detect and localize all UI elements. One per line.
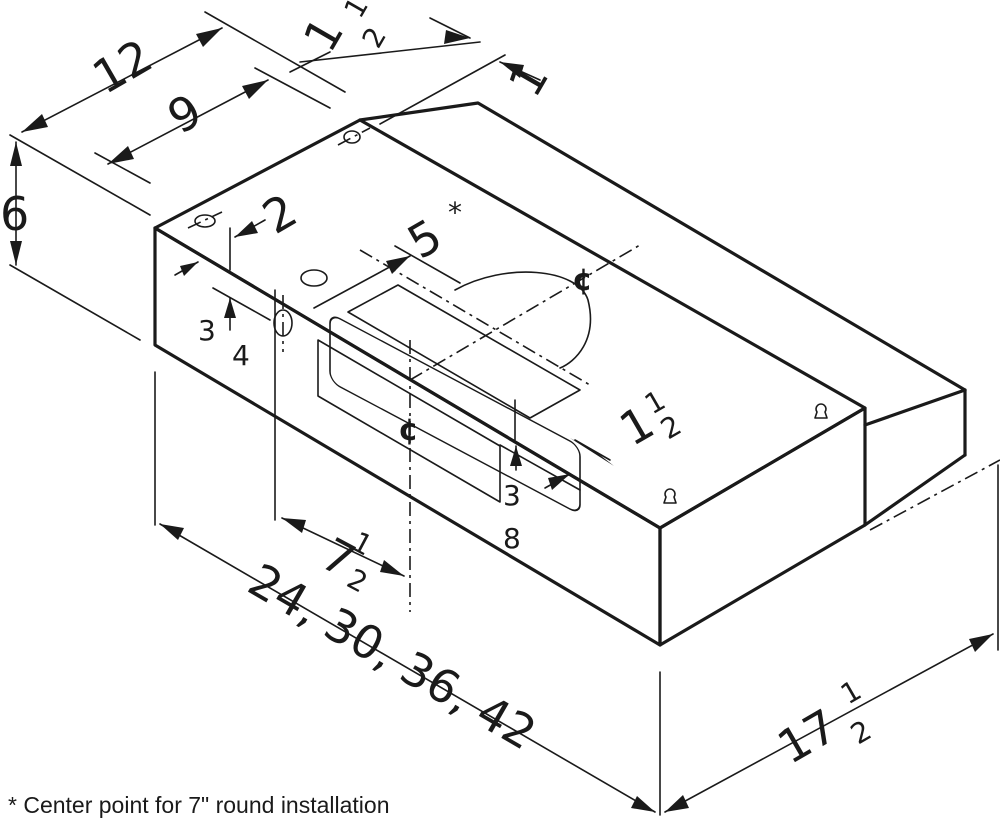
label-widths: 24, 30, 36, 42 (240, 553, 546, 761)
label-3-8-num: 3 (503, 479, 521, 512)
label-centerline-top: ¢ (572, 263, 593, 298)
centerline-duct-diagonal (409, 244, 641, 381)
label-1-half-whole: 1 (293, 8, 354, 60)
keyhole-slot-front (663, 488, 677, 504)
centerlines (187, 127, 1000, 612)
dim-width-line (159, 523, 656, 813)
label-3-8-den: 8 (503, 522, 521, 555)
label-1: 1 (498, 53, 559, 105)
round-duct-outline (454, 271, 592, 369)
dim-right-half-line (574, 439, 611, 461)
centerline-side-depth (869, 459, 1000, 531)
label-centerline-front: ¢ (398, 413, 419, 448)
centerline-duct-lengthwise (359, 249, 591, 386)
hood-side-face (658, 406, 867, 647)
dim-12-line (21, 27, 223, 133)
footnote: * Center point for 7" round installation (8, 792, 390, 818)
label-3-4-den: 4 (232, 339, 250, 372)
hood-top-face (153, 118, 867, 530)
hood-back-flange (358, 101, 967, 392)
front-cutout (317, 339, 501, 503)
dim-depth-line (664, 633, 994, 813)
mounting-hole-back (343, 130, 361, 144)
hood-bottom-taper (863, 453, 967, 527)
centerline-back-hole (337, 127, 371, 146)
label-17-whole: 17 (769, 698, 847, 774)
dim-1-half-line (289, 51, 331, 73)
label-1-half-den: 2 (355, 22, 392, 54)
label-2: 2 (254, 183, 306, 244)
top-face-features (194, 130, 828, 512)
centerline-left-hole (187, 211, 223, 229)
label-5: 5 (399, 208, 451, 269)
front-face-features (273, 309, 501, 503)
rectangular-duct-outlet (329, 316, 581, 512)
keyhole-slot-back (814, 403, 828, 419)
dim-9-line (107, 79, 269, 165)
duct-outlet-plate (347, 284, 581, 419)
label-3-4-num: 3 (198, 314, 216, 347)
label-1-half-num: 1 (337, 0, 374, 24)
label-6: 6 (0, 187, 29, 241)
dimension-lines (9, 11, 999, 816)
wiring-knockout-top (300, 269, 328, 287)
mounting-hole-left (194, 214, 216, 228)
label-5-star: * (448, 196, 462, 229)
hood-body (153, 101, 967, 647)
label-17-den: 2 (845, 714, 877, 751)
hood-back-taper (863, 388, 967, 427)
dimension-labels: 12 1 1 2 1 9 6 2 5 * 3 4 ¢ ¢ 1 1 2 3 8 7… (0, 0, 877, 775)
